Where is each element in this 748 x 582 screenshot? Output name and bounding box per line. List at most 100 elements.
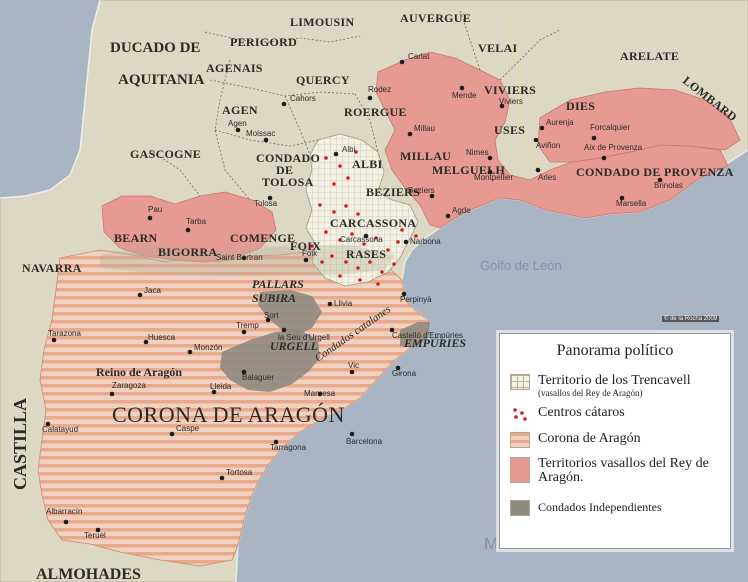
cathar-dot [400,228,404,232]
city-label-agen_c: Agen [228,119,247,128]
city-label-pau: Pau [148,205,162,214]
city-label-manresa: Manresa [304,389,336,398]
city-label-millau_c: Millau [414,124,435,133]
eastern-vassal-area [375,51,729,229]
city-label-jaca: Jaca [144,286,161,295]
city-dot-huesca [143,339,149,345]
city-label-nimes: Nimes [466,148,489,157]
city-dot-marsella [619,195,625,201]
city-label-caspe: Caspe [176,424,200,433]
city-label-brinolas: Brinolas [654,181,683,190]
label-bearn: BEARN [114,231,158,245]
city-dot-moissac [263,137,269,143]
cathar-dot [338,238,342,242]
map-credit: © de la Rocha 2009 [662,316,720,322]
city-dot-monzon [187,349,193,355]
label-bigorra: BIGORRA [158,245,217,259]
cathar-dot [362,242,366,246]
label-carcassona: CARCASSONA [330,216,416,230]
legend-item-independent: Condados Independientes [510,500,662,516]
city-label-carcassona_c: Carcassona [340,235,383,244]
city-dot-teruel [95,527,101,533]
label-roergue: ROERGUE [344,105,407,119]
city-dot-tolosa_c [267,195,273,201]
city-label-forcalquier: Forcalquier [590,123,630,132]
legend-label-corona: Corona de Aragón [538,431,641,446]
city-dot-llivia [327,301,333,307]
label-castilla: CASTILLA [10,398,30,490]
label-gascogne: GASCOGNE [130,147,201,161]
label-perigord: PERIGORD [230,35,297,49]
label-aquitania: AQUITANIA [118,72,205,88]
city-dot-seu [281,327,287,333]
city-dot-barcelona [349,431,355,437]
city-dot-calatayud [45,421,51,427]
label-pallars: PALLARS [252,277,304,291]
legend-title: Panorama político [556,342,674,359]
legend-item-vassal: Territorios vasallos del Rey de Aragón. [510,457,725,485]
city-dot-foix_c [303,257,309,263]
city-label-zaragoza: Zaragoza [112,381,146,390]
label-uses: USES [494,123,525,137]
legend-label-independent: Condados Independientes [538,500,662,514]
label-viviers: VIVIERS [484,83,536,97]
internal-borders [149,9,561,201]
cathar-dot [414,234,418,238]
city-dot-aurenja [539,125,545,131]
independent-swatch [510,500,530,516]
grid-swatch [510,374,530,390]
city-dot-agde [445,213,451,219]
cathar-dot [346,176,350,180]
city-label-tarragona: Tarragona [270,443,307,452]
label-beziers: BEZIERS [366,185,420,199]
city-label-foix_c: Foix [302,249,317,258]
label-melguelh: MELGUELH [432,163,505,177]
cathar-dot [396,240,400,244]
city-label-calatayud: Calatayud [42,425,78,434]
city-markers: CarlatCahorsRodezMendeViviersAgenMoissac… [42,52,683,540]
city-dot-agen_c [235,127,241,133]
pallars-independent-area [258,290,322,336]
city-dot-tarba [185,227,191,233]
stripes-swatch [510,432,530,448]
city-dot-lleida [211,389,217,395]
cathar-dot [368,260,372,264]
cathar-dot [318,203,322,207]
cathar-dot [324,156,328,160]
label-auvergne: AUVERGUE [400,11,471,25]
city-dot-albarracin [63,519,69,525]
legend-item-cathars: Centros cátaros [510,406,625,422]
city-dot-zaragoza [109,391,115,397]
city-dot-sort [265,317,271,323]
city-dot-montpellier [487,169,493,175]
city-label-tarazona: Tarazona [48,329,81,338]
cathar-dot [344,204,348,208]
atlantic-coast [0,0,101,199]
city-dot-perpinya [401,291,407,297]
cathar-dot [380,270,384,274]
label-ducado: DUCADO DE [110,40,200,56]
cathar-centres [310,150,418,286]
cathar-dots-swatch [510,406,530,422]
label-de: DE [276,163,293,177]
city-label-tortosa: Tortosa [226,468,253,477]
city-label-beziers_c: Beziers [408,186,435,195]
city-dot-narbona [403,239,409,245]
city-dot-tarragona [273,439,279,445]
city-label-llivia: Llivia [334,299,353,308]
city-dot-carcassona_c [363,233,369,239]
provenza-upper-area [537,87,741,163]
cathar-dot [356,212,360,216]
city-dot-balaguer [241,369,247,375]
label-quercy: QUERCY [296,73,350,87]
cathar-dot [310,244,314,248]
city-label-arles: Arles [538,173,556,182]
city-label-viviers_c: Viviers [499,97,523,106]
city-dot-millau_c [407,131,413,137]
label-navarra: NAVARRA [22,261,82,275]
city-dot-viviers_c [499,103,505,109]
city-label-balaguer: Balaguer [242,373,274,382]
legend-item-trencavell: Territorio de los Trencavell(vasallos de… [510,374,691,398]
city-label-teruel: Teruel [84,531,106,540]
city-dot-carlat [399,59,405,65]
